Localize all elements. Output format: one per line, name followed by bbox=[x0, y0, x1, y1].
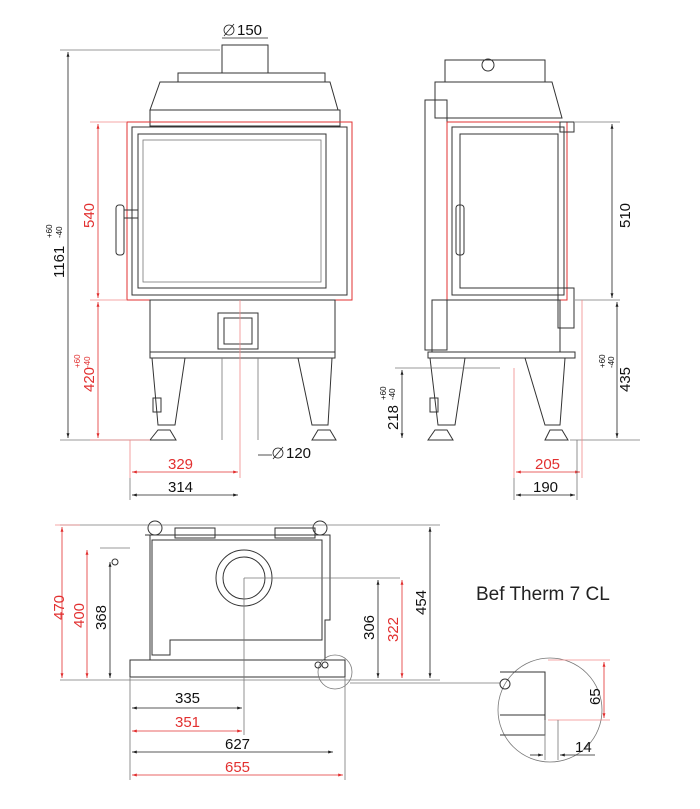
dim-door-height: 540 bbox=[81, 203, 98, 228]
tol-minus: -40 bbox=[55, 226, 64, 238]
dim-flue-diameter: 150 bbox=[237, 22, 262, 39]
side-view: 510 435 +60 -40 218 +60 -40 205 190 bbox=[379, 58, 640, 500]
dim-base-height: 420 bbox=[81, 367, 98, 392]
tol-plus: +60 bbox=[598, 354, 607, 368]
dim-width-627: 627 bbox=[225, 736, 250, 753]
dim-depth-454: 454 bbox=[413, 590, 430, 615]
dim-depth-470: 470 bbox=[51, 595, 68, 620]
dim-flue-335: 335 bbox=[175, 690, 200, 707]
tol-plus: +60 bbox=[379, 386, 388, 400]
dim-flue-306: 306 bbox=[361, 615, 378, 640]
dim-depth-black: 190 bbox=[533, 479, 558, 496]
dim-total-height: 1161 bbox=[51, 246, 68, 278]
dim-depth-368: 368 bbox=[93, 605, 110, 630]
tol-minus: -40 bbox=[388, 388, 397, 400]
dim-width-black: 314 bbox=[168, 479, 193, 496]
dim-air-inlet-height: 218 bbox=[385, 405, 402, 430]
dim-flue-351: 351 bbox=[175, 714, 200, 731]
tol-minus: -40 bbox=[83, 356, 92, 368]
tol-minus: -40 bbox=[607, 356, 616, 368]
front-view: 150 1161 +60 -40 540 420 +60 -40 120 329… bbox=[45, 22, 353, 500]
dim-width-red: 329 bbox=[168, 456, 193, 473]
dim-side-base-height: 435 bbox=[617, 367, 634, 392]
top-view: 470 400 368 306 322 454 335 351 627 655 bbox=[51, 520, 440, 780]
corner-detail: 65 14 bbox=[350, 657, 610, 763]
dim-detail-height: 65 bbox=[587, 688, 604, 705]
dim-flue-322: 322 bbox=[385, 617, 402, 642]
tol-plus: +60 bbox=[45, 224, 54, 238]
dim-side-door-height: 510 bbox=[617, 203, 634, 228]
model-title: Bef Therm 7 CL bbox=[476, 584, 610, 605]
dim-width-655: 655 bbox=[225, 759, 250, 776]
dim-depth-red: 205 bbox=[535, 456, 560, 473]
tol-plus: +60 bbox=[73, 354, 82, 368]
dim-air-inlet-diameter: 120 bbox=[286, 445, 311, 462]
dim-detail-width: 14 bbox=[575, 739, 592, 756]
dim-depth-400: 400 bbox=[71, 603, 88, 628]
